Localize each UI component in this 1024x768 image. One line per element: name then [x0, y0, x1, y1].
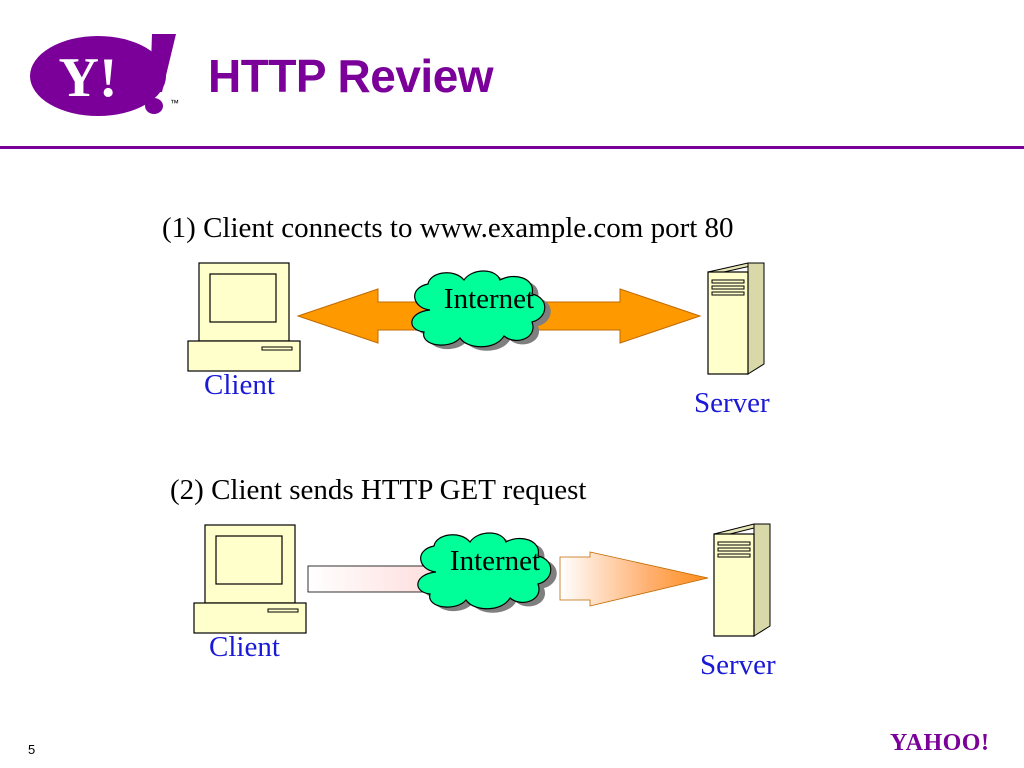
step1-client-label: Client — [204, 369, 275, 401]
logo-y: Y! — [58, 47, 117, 109]
step2-client-label: Client — [209, 631, 280, 663]
footer-yahoo-logo: YAHOO! — [890, 730, 990, 756]
step1-server-icon — [707, 262, 765, 375]
header-divider — [0, 146, 1024, 149]
step2-request-arrow — [559, 551, 709, 607]
slide-title: HTTP Review — [208, 50, 494, 102]
step2-client-computer-icon — [193, 524, 307, 634]
yahoo-logo: Y! ™ — [30, 34, 179, 116]
step1-server-label: Server — [694, 387, 770, 419]
step1-caption: (1) Client connects to www.example.com p… — [162, 212, 734, 244]
step2-caption: (2) Client sends HTTP GET request — [170, 474, 587, 506]
step2-server-label: Server — [700, 649, 776, 681]
step2-cloud-label: Internet — [449, 545, 541, 577]
step1-cloud-label: Internet — [443, 283, 535, 315]
logo-trademark: ™ — [170, 98, 179, 108]
step1-client-computer-icon — [187, 262, 301, 372]
page-number: 5 — [28, 742, 36, 757]
step2-server-icon — [713, 523, 771, 637]
